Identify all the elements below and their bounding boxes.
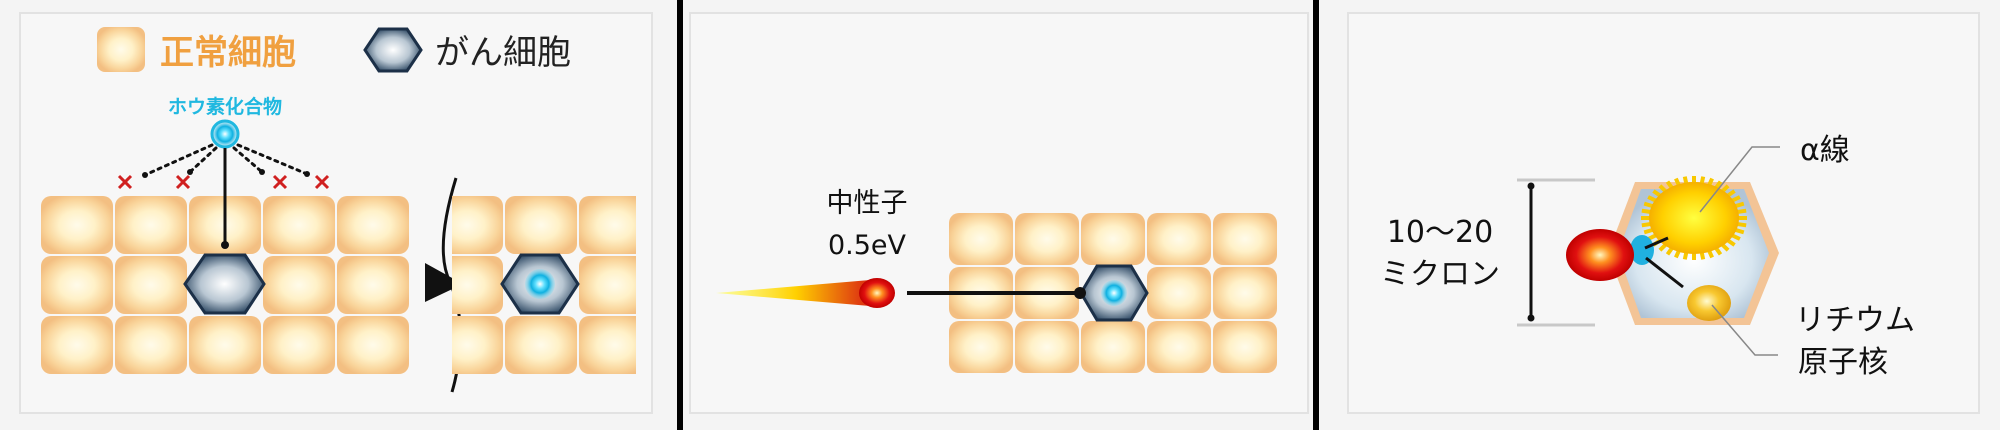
lithium-label-line1: リチウム <box>1795 303 1915 338</box>
normal-cell <box>263 196 335 254</box>
normal-cell <box>115 256 187 314</box>
accumulated-boron-icon <box>525 269 555 299</box>
normal-cell <box>579 316 636 374</box>
normal-cell <box>1081 213 1145 265</box>
neutron-icon <box>1566 229 1634 281</box>
normal-cell <box>1081 321 1145 373</box>
normal-cell <box>115 196 187 254</box>
normal-cell-grid <box>949 213 1277 373</box>
normal-cell <box>337 316 409 374</box>
legend: 正常細胞 がん細胞 <box>97 27 571 73</box>
divider <box>677 0 683 430</box>
reject-marks <box>117 174 330 190</box>
lithium-leader-line <box>1711 304 1778 356</box>
normal-cell <box>1147 321 1211 373</box>
x-mark-icon <box>175 174 191 190</box>
normal-cell <box>505 316 577 374</box>
normal-cell <box>1213 321 1277 373</box>
neutron-energy: 0.5eV <box>828 230 907 261</box>
normal-cell <box>41 256 113 314</box>
uptake-dot <box>221 241 229 249</box>
arrow-right-icon <box>425 263 463 302</box>
normal-cell <box>949 213 1013 265</box>
normal-cell <box>263 316 335 374</box>
cancer-cell <box>183 253 266 315</box>
normal-cell <box>452 196 503 254</box>
normal-cell <box>263 256 335 314</box>
divider <box>1313 0 1319 430</box>
lithium-label-line2: 原子核 <box>1798 345 1888 380</box>
normal-cell <box>452 256 503 314</box>
lithium-track <box>1645 256 1684 289</box>
legend-cancer-cell: がん細胞 <box>435 33 571 73</box>
normal-cell <box>1147 267 1211 319</box>
normal-cell-legend-icon <box>97 27 145 72</box>
panel-1: 正常細胞 がん細胞 ホウ素化合物 <box>41 27 636 393</box>
alpha-ray-label: α線 <box>1800 133 1850 168</box>
normal-cell <box>579 256 636 314</box>
panel-3: 10〜20 ミクロン α線 リチウム 原子核 <box>1380 133 1915 380</box>
normal-cell <box>41 316 113 374</box>
normal-cell <box>1147 213 1211 265</box>
x-mark-icon <box>314 174 330 190</box>
neutron-label: 中性子 <box>827 188 908 219</box>
normal-cell <box>189 316 261 374</box>
boron-compound-label: ホウ素化合物 <box>168 95 282 118</box>
x-mark-icon <box>272 174 288 190</box>
normal-cell <box>337 196 409 254</box>
panel-2: 中性子 0.5eV <box>716 188 1277 373</box>
neutron-icon <box>859 278 895 308</box>
boron-compound-icon <box>210 119 240 149</box>
x-mark-icon <box>117 174 133 190</box>
normal-cell <box>115 316 187 374</box>
normal-cell-grid <box>41 196 409 374</box>
path-end-dots <box>142 169 310 178</box>
cancer-cell-legend-icon <box>363 27 423 73</box>
legend-normal-cell: 正常細胞 <box>160 33 296 73</box>
size-value: 10〜20 <box>1387 215 1493 250</box>
alpha-track <box>1644 236 1669 250</box>
accumulated-boron-icon <box>1101 280 1127 306</box>
normal-cell <box>41 196 113 254</box>
normal-cell <box>505 196 577 254</box>
neutron-tail <box>716 280 894 306</box>
normal-cell <box>579 196 636 254</box>
alpha-leader-line <box>1699 146 1780 213</box>
size-unit: ミクロン <box>1380 257 1500 292</box>
normal-cell <box>1213 213 1277 265</box>
normal-cell <box>1015 213 1079 265</box>
neutron-path-dot <box>1074 287 1086 299</box>
normal-cell <box>1015 321 1079 373</box>
normal-cell <box>452 316 503 374</box>
normal-cell <box>1213 267 1277 319</box>
normal-cell <box>337 256 409 314</box>
normal-cell <box>949 321 1013 373</box>
boron-icon <box>1630 235 1654 265</box>
blocked-paths <box>143 143 309 177</box>
lithium-nucleus-icon <box>1687 285 1731 321</box>
normal-cell-grid-after <box>452 196 636 374</box>
